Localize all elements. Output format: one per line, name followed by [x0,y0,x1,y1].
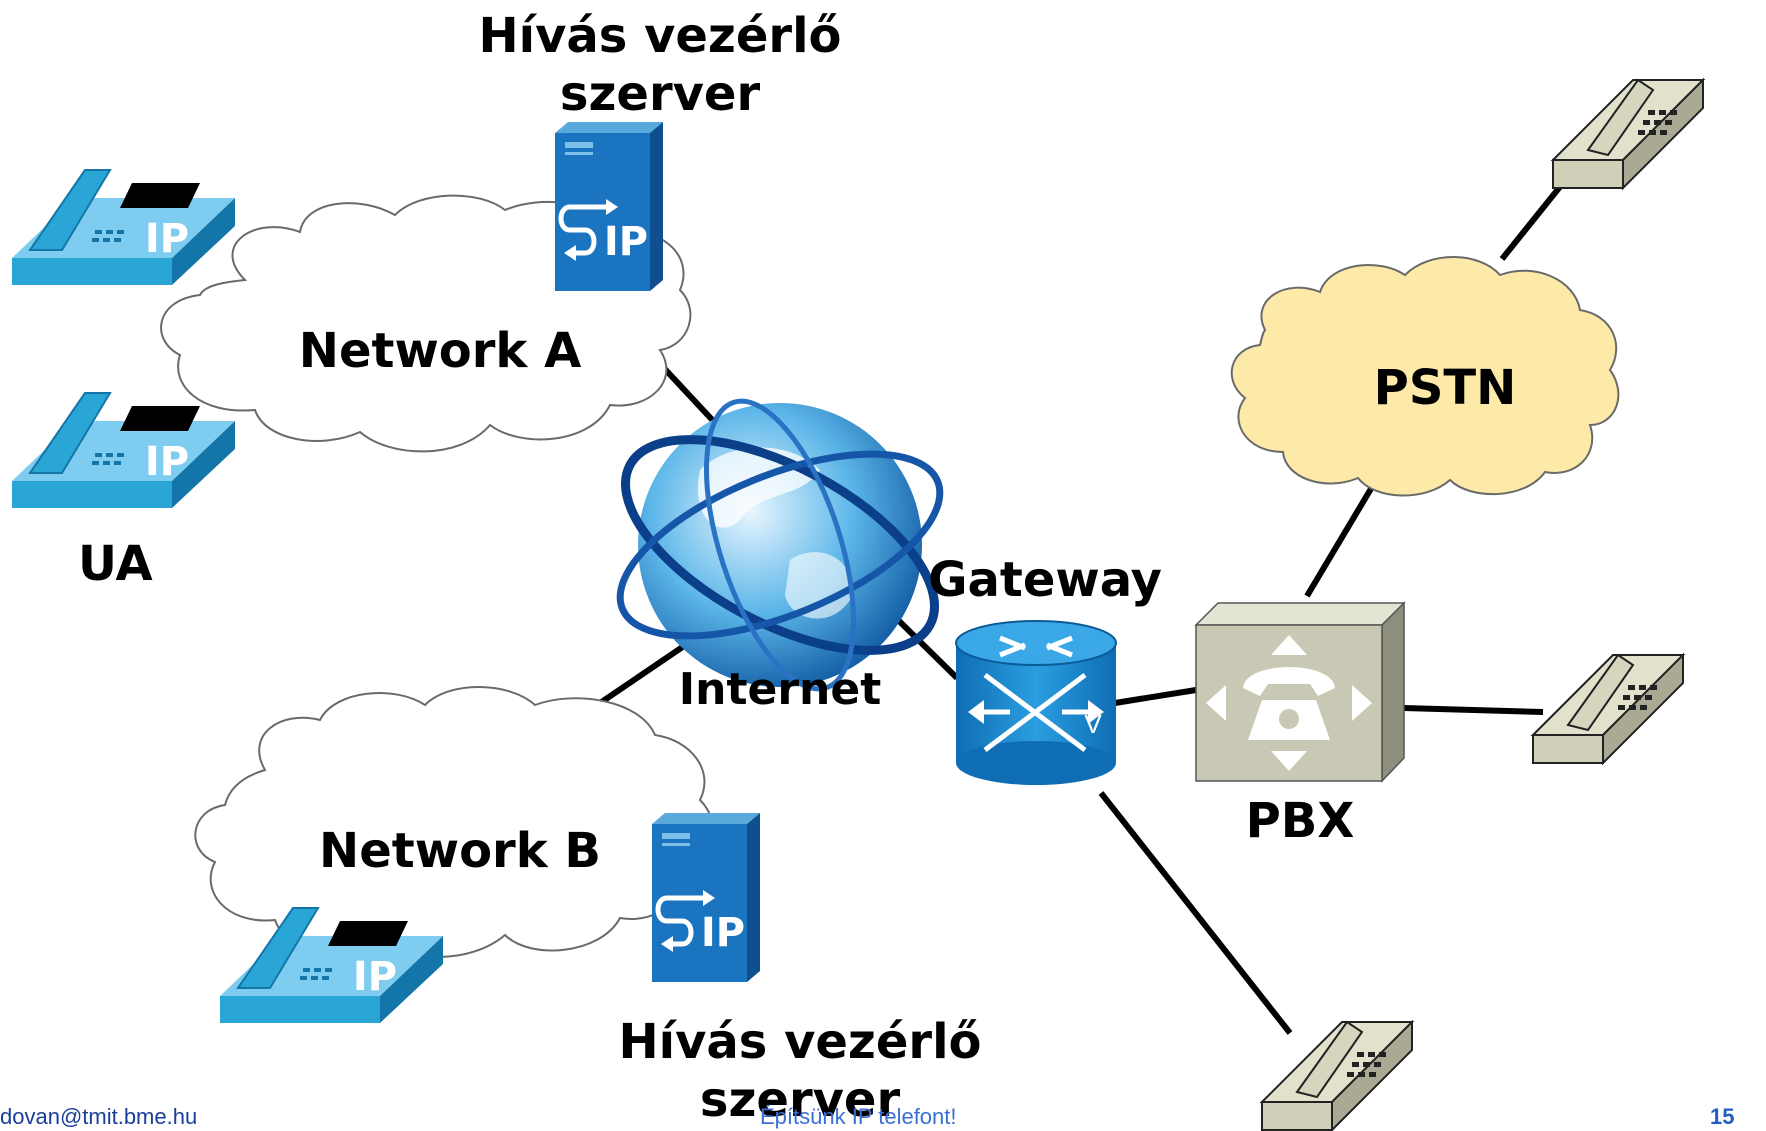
globe-icon [616,398,944,692]
internet-label: Internet [678,664,882,715]
ip-phone-icon [12,169,235,285]
network-a-label: Network A [298,323,582,379]
link-internet-gateway [890,612,960,681]
footer-email: dovan@tmit.bme.hu [0,1104,198,1129]
pbx-label: PBX [1245,793,1355,849]
pstn-cloud [1230,256,1620,497]
server-top-label: Hívás vezérlő szerver [470,12,850,118]
server-top-label-line1: Hívás vezérlő [478,8,842,64]
analog-phone-icon [1259,1019,1415,1131]
gateway-label: Gateway [928,552,1162,608]
footer-page-number: 15 [1710,1104,1735,1129]
gateway-icon [955,620,1117,785]
link-network-a-internet [660,364,720,428]
pbx-icon [1194,601,1406,783]
footer-title: Építsünk IP telefont! [760,1104,957,1129]
network-b-cloud [194,686,714,958]
gateway-v-label: V [1084,709,1102,739]
server-bottom-label: Hívás vezérlő szerver [610,1018,990,1124]
network-b-label: Network B [319,823,601,879]
sip-server-icon [652,813,760,982]
ua-label: UA [78,536,153,592]
link-gateway-pbx [1114,687,1197,706]
link-pstn-phone-top [1499,181,1566,261]
server-bottom-label-line1: Hívás vezérlő [618,1014,982,1070]
sip-badge-top: IP [604,219,648,265]
link-pbx-pstn [1304,485,1375,598]
ip-phone-icon [12,392,235,508]
link-gateway-phone-bottom [1098,791,1293,1035]
analog-phone-icon [1550,77,1706,191]
link-pbx-phone-mid [1403,705,1544,715]
analog-phone-icon [1530,652,1686,766]
links [570,181,1566,1035]
server-bottom-label-line2: szerver [699,1072,901,1128]
pstn-label: PSTN [1373,360,1517,416]
ip-badge-phone-2: IP [145,439,189,485]
sip-badge-bottom: IP [701,910,745,956]
ip-badge-phone-3: IP [353,954,397,1000]
ip-badge-phone-1: IP [145,216,189,262]
sip-server-icon [555,122,663,291]
server-top-label-line2: szerver [559,66,761,122]
ip-phone-icon [220,907,443,1023]
